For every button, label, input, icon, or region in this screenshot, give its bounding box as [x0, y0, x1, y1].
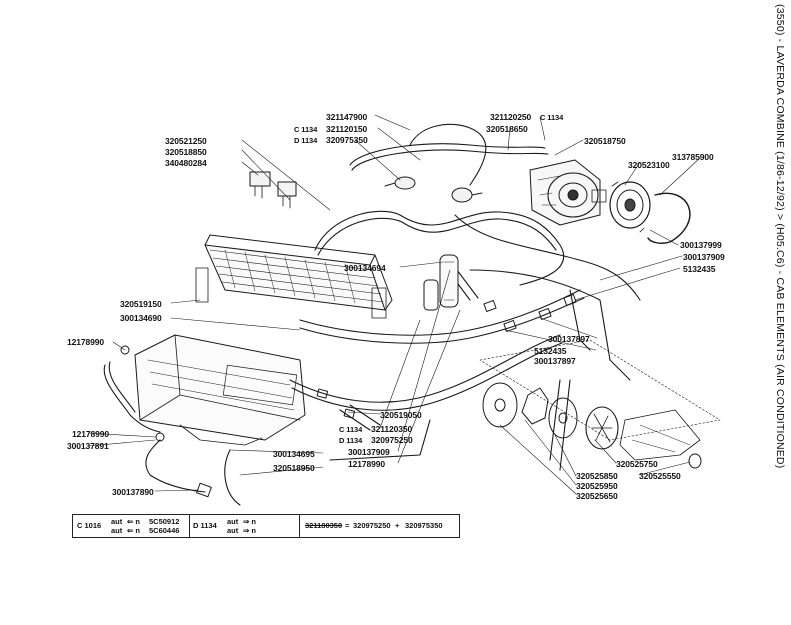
part-320975350: 320975350 — [326, 135, 368, 145]
legend-superseded-part: 321180350 — [305, 521, 343, 530]
leader-lines — [87, 114, 701, 495]
clutch-exploded-parts — [479, 339, 721, 469]
part-321120150: 321120150 — [326, 124, 368, 134]
legend-c-aut: aut — [111, 517, 123, 526]
variant-c1134: C 1134 — [339, 425, 363, 434]
part-300137909: 300137909 — [683, 252, 725, 262]
part-5132435: 5132435 — [683, 264, 716, 274]
legend-c-serial: 5C50912 — [149, 517, 180, 526]
receiver-drier — [423, 254, 459, 311]
part-320525850: 320525850 — [576, 471, 618, 481]
part-320519150: 320519150 — [120, 299, 162, 309]
part-300137909: 300137909 — [348, 447, 390, 457]
part-300134690: 300134690 — [120, 313, 162, 323]
part-12178990: 12178990 — [67, 337, 105, 347]
page-title: (3550) - LAVERDA COMBINE (1/86-12/92) > … — [774, 4, 786, 469]
pressure-switches — [384, 176, 483, 203]
part-320525750: 320525750 — [616, 459, 658, 469]
clutch-pulley — [609, 181, 651, 233]
legend-equals: = — [345, 521, 350, 530]
part-320975250: 320975250 — [371, 435, 413, 445]
part-300137897: 300137897 — [548, 334, 590, 344]
variant-c1134: C 1134 — [540, 113, 564, 122]
legend-d-aut: aut — [227, 517, 239, 526]
part-320525550: 320525550 — [639, 471, 681, 481]
relays — [249, 171, 297, 209]
legend-d-code: D 1134 — [193, 521, 217, 530]
part-320518750: 320518750 — [584, 136, 626, 146]
variant-c1134: C 1134 — [294, 125, 318, 134]
legend-c-serial: 5C60446 — [149, 526, 180, 535]
part-300137891: 300137891 — [67, 441, 109, 451]
part-320523100: 320523100 — [628, 160, 670, 170]
snap-ring — [647, 192, 691, 244]
part-320525650: 320525650 — [576, 491, 618, 501]
part-300137890: 300137890 — [112, 487, 154, 497]
evaporator-unit — [195, 234, 393, 319]
legend-plus: + — [395, 521, 400, 530]
legend-d-arrow: ⇒ n — [243, 526, 256, 535]
part-300137999: 300137999 — [680, 240, 722, 250]
part-320518650: 320518650 — [486, 124, 528, 134]
legend-c-aut: aut — [111, 526, 123, 535]
legend-d-aut: aut — [227, 526, 239, 535]
legend-new-part: 320975250 — [353, 521, 391, 530]
part-321120250: 321120250 — [490, 112, 532, 122]
legend-new-part: 320975350 — [405, 521, 443, 530]
fittings — [120, 294, 577, 498]
page-title-vertical: (3550) - LAVERDA COMBINE (1/86-12/92) > … — [770, 4, 790, 608]
part-300134694: 300134694 — [344, 263, 386, 273]
legend-d-arrow: ⇒ n — [243, 517, 256, 526]
part-320519050: 320519050 — [380, 410, 422, 420]
part-320525950: 320525950 — [576, 481, 618, 491]
legend-c-code: C 1016 — [77, 521, 102, 530]
legend-c-arrow: ⇐ n — [127, 517, 140, 526]
part-320521250: 320521250 — [165, 136, 207, 146]
part-321120350: 321120350 — [371, 424, 413, 434]
heater-box — [134, 334, 306, 446]
variant-d1134: D 1134 — [339, 436, 363, 445]
compressor — [529, 159, 607, 226]
part-12178990: 12178990 — [72, 429, 110, 439]
part-320518950: 320518950 — [273, 463, 315, 473]
part-300134695: 300134695 — [273, 449, 315, 459]
part-321147900: 321147900 — [326, 112, 368, 122]
part-5132435: 5132435 — [534, 346, 567, 356]
part-12178990: 12178990 — [348, 459, 386, 469]
part-300137897: 300137897 — [534, 356, 576, 366]
variant-d1134: D 1134 — [294, 136, 318, 145]
variant-legend: C 1016 aut ⇐ n 5C50912 aut ⇐ n 5C60446 D… — [72, 514, 460, 538]
part-320518850: 320518850 — [165, 147, 207, 157]
part-313785900: 313785900 — [672, 152, 714, 162]
legend-c-arrow: ⇐ n — [127, 526, 140, 535]
part-340480284: 340480284 — [165, 158, 207, 168]
